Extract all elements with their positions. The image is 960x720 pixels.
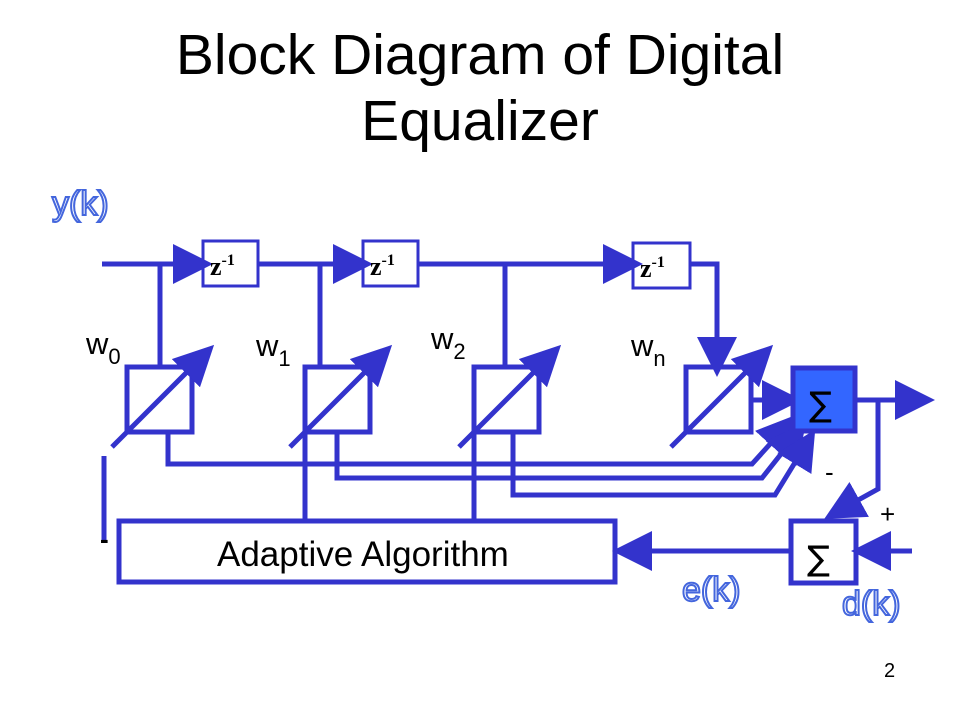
desired-signal-label: d(k) — [842, 585, 901, 623]
delay-1-label: z-1 — [210, 252, 235, 281]
slide-title: Block Diagram of Digital Equalizer — [0, 22, 960, 154]
weight-adjust-arrow-2 — [457, 344, 562, 449]
delay-box-1 — [201, 239, 260, 288]
delay-box-2 — [361, 239, 420, 288]
delay-2-label: z-1 — [370, 252, 395, 281]
plus-sign: + — [880, 499, 895, 529]
left-minus-sign: - — [100, 524, 109, 554]
weight-2-output — [510, 429, 816, 498]
delay-box-3 — [631, 241, 692, 290]
weight-n-label: wn — [630, 328, 666, 371]
delay-3-label: z-1 — [640, 254, 665, 283]
slide-number: 2 — [884, 660, 896, 682]
output-summer-box — [790, 365, 858, 434]
signal-wires — [101, 239, 935, 586]
title-line-2: Equalizer — [361, 89, 599, 153]
weight-adjust-arrow-0 — [110, 344, 215, 449]
minus-sign: - — [825, 457, 834, 487]
weight-1-label: w1 — [255, 328, 291, 371]
feedback-wire — [824, 400, 881, 519]
title-line-1: Block Diagram of Digital — [175, 23, 785, 87]
weight-0-label: w0 — [85, 326, 121, 369]
weight-adjust-arrow-n — [669, 344, 774, 449]
weight-box-2 — [471, 364, 542, 435]
input-signal-label: y(k) — [52, 185, 109, 223]
weight-2-label: w2 — [430, 321, 466, 364]
error-summer-symbol: ∑ — [807, 539, 830, 579]
output-summer-symbol: ∑ — [809, 385, 832, 425]
weight-box-0 — [124, 364, 195, 435]
error-summer-box — [788, 518, 859, 586]
weight-1-output — [334, 422, 807, 481]
delay-wire-3 — [690, 261, 737, 377]
adaptive-algorithm-box — [116, 518, 618, 585]
weight-adjust-arrow-1 — [288, 344, 393, 449]
adaptive-algorithm-label: Adaptive Algorithm — [217, 535, 509, 574]
error-signal-label: e(k) — [682, 571, 741, 609]
